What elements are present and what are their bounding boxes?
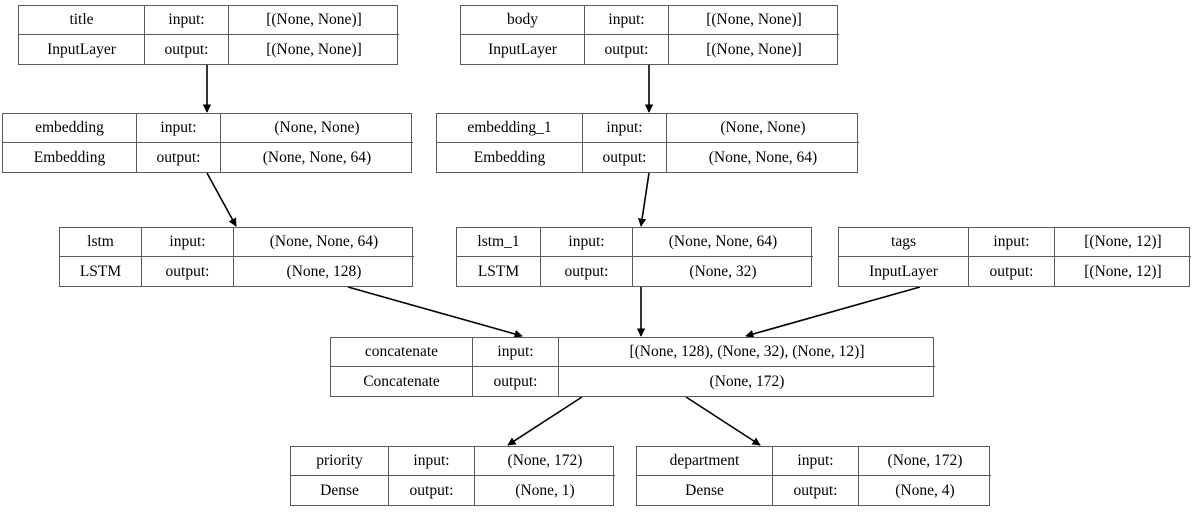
layer-input-label-priority: input:	[389, 447, 475, 476]
layer-class-embedding_1: Embedding	[437, 143, 583, 172]
layer-input-shape-concatenate: [(None, 128), (None, 32), (None, 12)]	[559, 338, 935, 367]
layer-output-shape-body: [(None, None)]	[706, 40, 802, 58]
layer-class-title: InputLayer	[19, 35, 145, 64]
layer-class-body: InputLayer	[461, 35, 585, 64]
layer-output-shape-lstm: (None, 128)	[286, 262, 362, 280]
layer-name-title: title	[19, 6, 145, 35]
layer-input-label-body: input:	[585, 6, 669, 35]
layer-input-label-department: input:	[773, 447, 859, 476]
layer-name-embedding_1: embedding_1	[437, 114, 583, 143]
layer-output-shape-tags: [(None, 12)]	[1084, 262, 1162, 280]
layer-output-label-embedding_1: output:	[583, 143, 667, 172]
layer-name-body: body	[461, 6, 585, 35]
layer-output-shape-title: [(None, None)]	[266, 40, 362, 58]
layer-output-label-lstm: output:	[142, 257, 234, 286]
layer-class-department: Dense	[637, 476, 773, 505]
layer-name-tags: tags	[839, 228, 969, 257]
layer-name-lstm_1: lstm_1	[457, 228, 541, 257]
layer-output-label-lstm_1: output:	[541, 257, 633, 286]
layer-class-lstm_1: LSTM	[457, 257, 541, 286]
edge-embedding-to-lstm	[206, 172, 237, 227]
layer-name-priority: priority	[291, 447, 389, 476]
layer-output-label-title: output:	[145, 35, 229, 64]
layer-input-shape-priority: (None, 172)	[475, 447, 615, 476]
layer-output-label-department: output:	[773, 476, 859, 505]
layer-name-embedding: embedding	[3, 114, 137, 143]
layer-output-label-tags: output:	[969, 257, 1055, 286]
layer-input-label-tags: input:	[969, 228, 1055, 257]
layer-input-label-embedding: input:	[137, 114, 221, 143]
layer-input-shape-tags: [(None, 12)]	[1055, 228, 1191, 257]
layer-output-shape-embedding_1: (None, None, 64)	[708, 148, 818, 166]
layer-output-label-priority: output:	[389, 476, 475, 505]
layer-name-concatenate: concatenate	[331, 338, 473, 367]
layer-output-shape-priority: (None, 1)	[515, 481, 575, 499]
layer-input-label-embedding_1: input:	[583, 114, 667, 143]
edge-embedding_1-to-lstm_1	[638, 172, 650, 227]
layer-input-label-lstm_1: input:	[541, 228, 633, 257]
edge-tags-to-concatenate	[745, 286, 921, 338]
layer-class-embedding: Embedding	[3, 143, 137, 172]
layer-output-label-embedding: output:	[137, 143, 221, 172]
layer-input-shape-lstm_1: (None, None, 64)	[633, 228, 813, 257]
layer-input-label-lstm: input:	[142, 228, 234, 257]
layer-output-shape-embedding: (None, None, 64)	[262, 148, 372, 166]
layer-class-lstm: LSTM	[60, 257, 142, 286]
layer-name-department: department	[637, 447, 773, 476]
edge-lstm-to-concatenate	[347, 286, 523, 338]
layer-input-label-concatenate: input:	[473, 338, 559, 367]
edge-concatenate-to-priority	[507, 396, 583, 446]
layer-input-shape-title: [(None, None)]	[229, 6, 399, 35]
layer-input-shape-embedding: (None, None)	[221, 114, 413, 143]
layer-output-label-concatenate: output:	[473, 367, 559, 396]
layer-output-shape-concatenate: (None, 172)	[709, 372, 785, 390]
layer-name-lstm: lstm	[60, 228, 142, 257]
layer-input-shape-department: (None, 172)	[859, 447, 991, 476]
layer-class-concatenate: Concatenate	[331, 367, 473, 396]
layer-output-shape-department: (None, 4)	[895, 481, 955, 499]
layer-class-tags: InputLayer	[839, 257, 969, 286]
layer-input-shape-body: [(None, None)]	[669, 6, 839, 35]
layer-input-shape-lstm: (None, None, 64)	[234, 228, 414, 257]
layer-input-shape-embedding_1: (None, None)	[667, 114, 859, 143]
layer-input-label-title: input:	[145, 6, 229, 35]
layer-class-priority: Dense	[291, 476, 389, 505]
layer-output-shape-lstm_1: (None, 32)	[689, 262, 757, 280]
layer-output-label-body: output:	[585, 35, 669, 64]
edge-concatenate-to-department	[685, 396, 761, 446]
